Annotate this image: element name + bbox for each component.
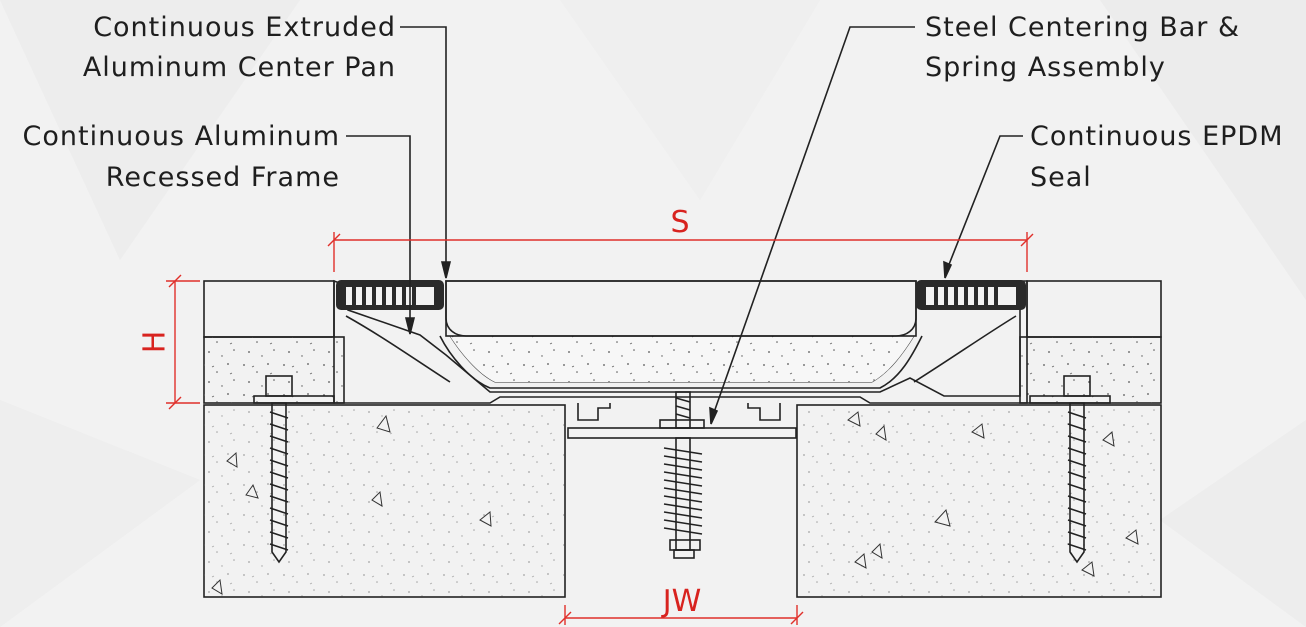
left-epdm-seal: [336, 280, 444, 310]
left-concrete-substrate: [203, 404, 566, 598]
right-anchor-screw: [1029, 375, 1111, 564]
leader-lines: [346, 26, 1023, 425]
joint-width-dimension-label: JW: [661, 584, 702, 619]
epdm-seal-label-line1: Continuous EPDM: [1030, 121, 1284, 152]
aluminum-center-pan: [333, 279, 1028, 404]
center-pan-label-line2: Aluminum Center Pan: [83, 52, 396, 83]
centering-bar-assembly: [567, 391, 797, 559]
centering-bar-label-line1: Steel Centering Bar &: [925, 12, 1240, 43]
height-dimension-label: H: [138, 331, 173, 354]
span-dimension: [327, 232, 1034, 272]
center-pan-topping: [445, 280, 917, 337]
joint-width-dimension: [558, 605, 804, 625]
epdm-seal-label-line2: Seal: [1030, 162, 1092, 193]
span-dimension-label: S: [670, 205, 689, 240]
recessed-frame-label-line2: Recessed Frame: [106, 162, 340, 193]
recessed-frame-label-line1: Continuous Aluminum: [23, 121, 341, 152]
height-dimension: [166, 274, 200, 410]
right-concrete-substrate: [796, 404, 1162, 598]
left-slab: [203, 280, 345, 404]
center-pan-label-line1: Continuous Extruded: [93, 12, 396, 43]
centering-bar-label-line2: Spring Assembly: [925, 52, 1166, 83]
right-epdm-seal: [916, 280, 1026, 310]
left-anchor-screw: [253, 375, 335, 564]
